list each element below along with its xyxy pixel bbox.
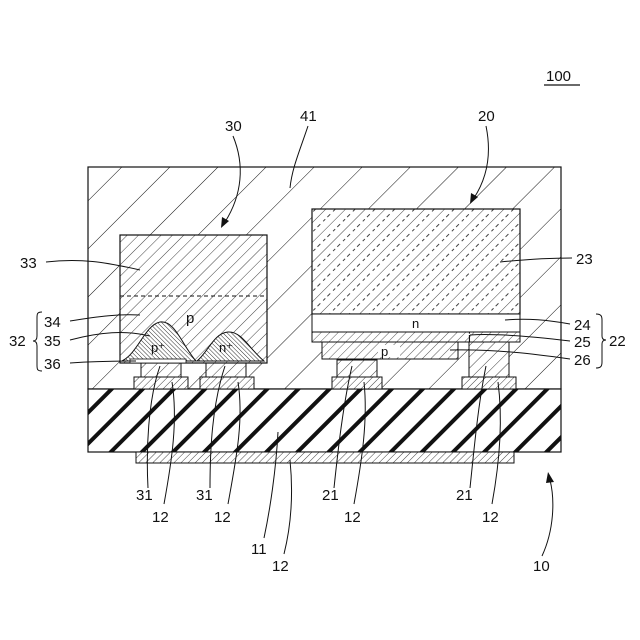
label-21b: 21 <box>456 487 473 504</box>
n-layer-text: n <box>412 316 419 331</box>
label-34: 34 <box>44 314 61 331</box>
label-41: 41 <box>300 108 317 125</box>
label-10: 10 <box>533 558 550 575</box>
label-23: 23 <box>576 251 593 268</box>
p-region-text: p <box>186 310 194 327</box>
label-12e: 12 <box>272 558 289 575</box>
label-30: 30 <box>225 118 242 135</box>
label-11: 11 <box>251 541 267 558</box>
label-12b: 12 <box>214 509 231 526</box>
label-31a: 31 <box>136 487 153 504</box>
label-36: 36 <box>44 356 61 373</box>
bump-31-b <box>206 362 246 377</box>
label-12a: 12 <box>152 509 169 526</box>
label-33: 33 <box>20 255 37 272</box>
label-31b: 31 <box>196 487 213 504</box>
brace-22 <box>596 314 606 368</box>
label-32: 32 <box>9 333 26 350</box>
label-26: 26 <box>574 352 591 369</box>
label-12c: 12 <box>344 509 361 526</box>
leader-12e <box>284 460 292 554</box>
label-20: 20 <box>478 108 495 125</box>
leader-10 <box>542 480 553 556</box>
bump-31-a <box>141 362 181 377</box>
label-24: 24 <box>574 317 591 334</box>
label-12d: 12 <box>482 509 499 526</box>
label-25: 25 <box>574 334 591 351</box>
bump-21-a <box>337 360 377 377</box>
label-21a: 21 <box>322 487 339 504</box>
electrode-12-b <box>200 377 254 389</box>
bottom-electrode-12 <box>136 452 514 463</box>
chip-20-substrate-23 <box>312 209 520 314</box>
n-plus-text: n⁺ <box>219 340 233 355</box>
arrow-10 <box>546 472 554 483</box>
substrate-11 <box>88 389 561 452</box>
layer-36 <box>130 359 186 363</box>
p-layer-text: p <box>381 344 388 359</box>
figure-label: 100 <box>546 68 571 85</box>
i-layer-25 <box>312 332 520 342</box>
label-22: 22 <box>609 333 626 350</box>
i-layer-text: i <box>468 330 471 345</box>
p-plus-text: p⁺ <box>151 340 165 355</box>
electrode-12-a <box>134 377 188 389</box>
electrode-12-c <box>332 377 382 389</box>
electrode-12-d <box>462 377 516 389</box>
label-35: 35 <box>44 333 61 350</box>
brace-32 <box>33 312 42 371</box>
